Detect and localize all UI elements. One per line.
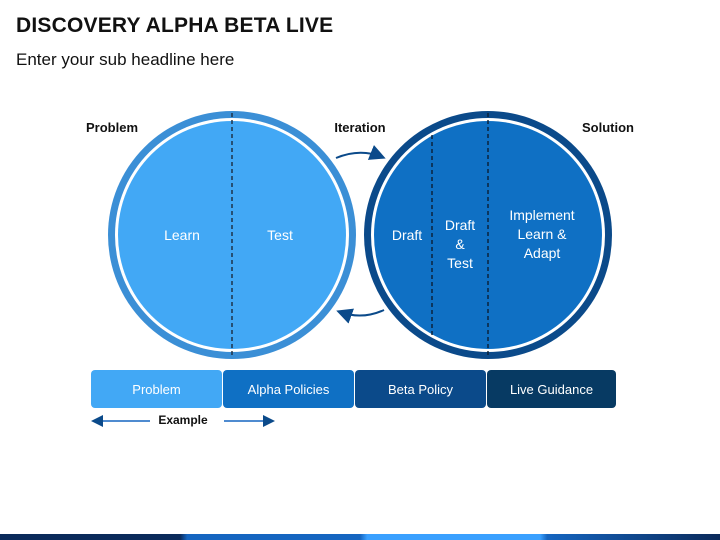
implement-line-1: Implement xyxy=(509,207,574,223)
draft-label: Draft xyxy=(392,227,422,243)
page-title: DISCOVERY ALPHA BETA LIVE xyxy=(16,14,334,37)
backward-arrow-icon xyxy=(336,308,385,324)
solution-circle: Draft Draft & Test Implement Learn & Ada… xyxy=(364,111,612,359)
problem-label: Problem xyxy=(86,120,138,135)
problem-circle: Learn Test xyxy=(108,111,356,359)
example-label: Example xyxy=(158,413,208,427)
phase-live-guidance: Live Guidance xyxy=(487,370,616,408)
implement-line-2: Learn & xyxy=(517,226,567,242)
forward-arrow-icon xyxy=(335,145,386,160)
test-label: Test xyxy=(267,227,293,243)
draft-test-line-2: & xyxy=(455,236,465,252)
phase-problem: Problem xyxy=(91,370,222,408)
draft-test-line-1: Draft xyxy=(445,217,475,233)
implement-line-3: Adapt xyxy=(524,245,561,261)
phase-beta-policy: Beta Policy xyxy=(355,370,486,408)
page-subtitle: Enter your sub headline here xyxy=(16,50,235,69)
solution-label: Solution xyxy=(582,120,634,135)
learn-label: Learn xyxy=(164,227,200,243)
phase-alpha-policies: Alpha Policies xyxy=(223,370,354,408)
example-indicator: Example xyxy=(91,412,275,430)
iteration-label: Iteration xyxy=(334,120,385,135)
draft-test-line-3: Test xyxy=(447,255,473,271)
bottom-accent-bar xyxy=(0,534,720,540)
